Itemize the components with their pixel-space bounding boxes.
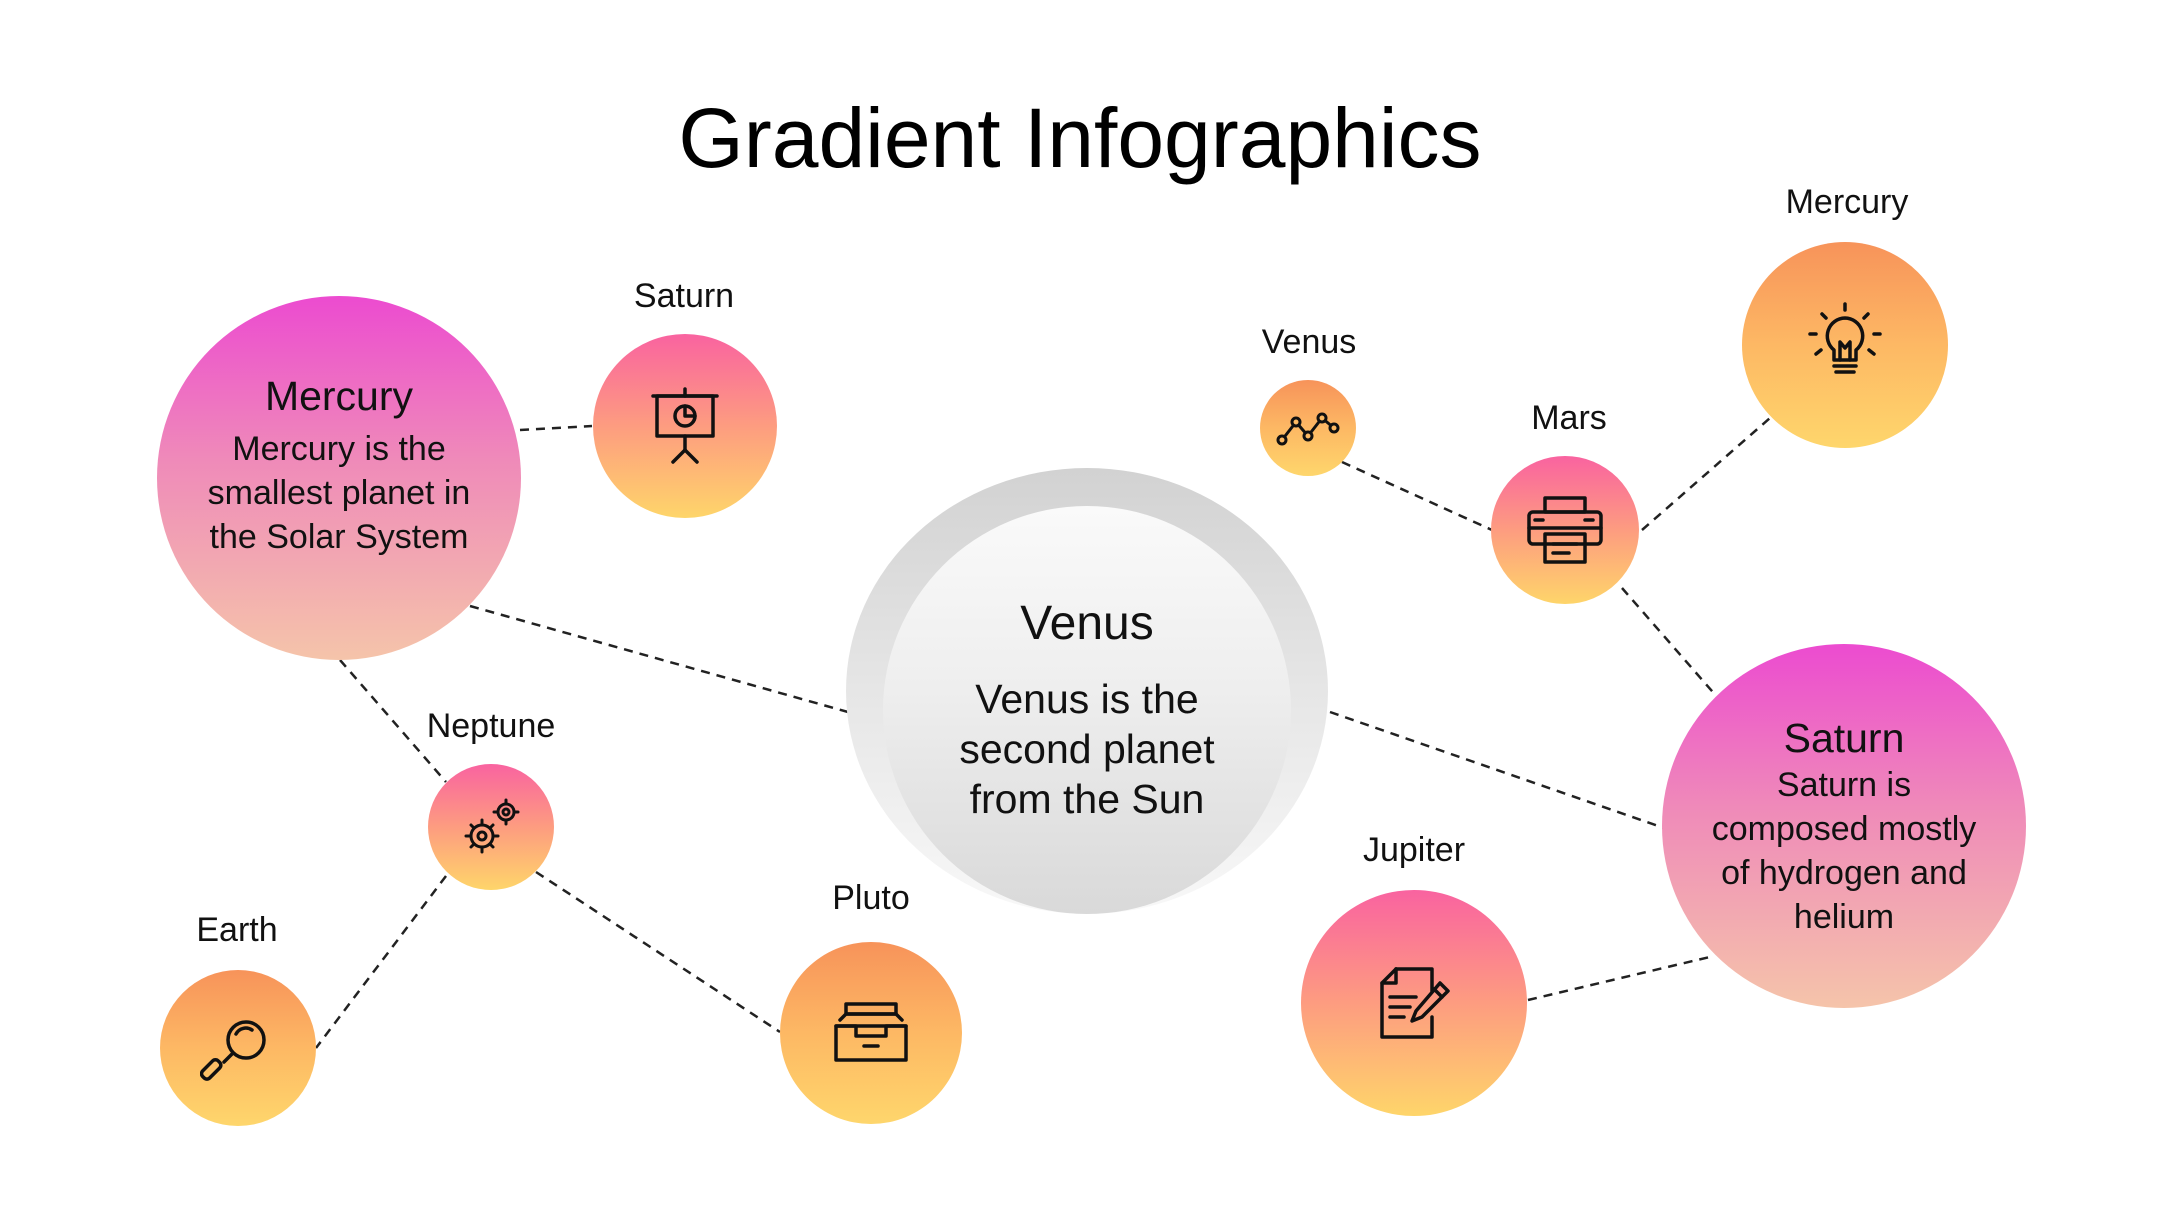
center-text: Venus is the second planet from the Sun (959, 676, 1215, 822)
mercury-heading: Mercury (264, 373, 414, 419)
connector-center-saturn (1329, 710, 1665, 830)
connector-mercury-center (469, 604, 849, 714)
node-label-saturn: Saturn (633, 277, 735, 315)
mars-icon-node (1491, 456, 1639, 604)
node-label-earth: Earth (196, 911, 278, 949)
saturn-heading: Saturn (1783, 715, 1905, 761)
node-label-neptune: Neptune (426, 707, 556, 745)
connector-jupiter-saturn (1527, 954, 1715, 1002)
line-graph-icon (1276, 412, 1340, 446)
mercury-icon-node (1742, 242, 1948, 448)
printer-icon (1527, 496, 1603, 564)
page-title: Gradient Infographics (678, 91, 1482, 185)
saturn-text: Saturn is composed mostly of hydrogen an… (1711, 766, 1977, 936)
pluto-icon-node (780, 942, 962, 1124)
gears-icon (464, 798, 520, 854)
node-label-pluto: Pluto (832, 879, 910, 917)
node-label-mercury: Mercury (1785, 183, 1909, 221)
magnifier-icon (200, 1020, 266, 1081)
venus-icon-node (1260, 380, 1356, 476)
center-node: Venus Venus is the second planet from th… (883, 506, 1291, 914)
center-heading: Venus (1020, 597, 1154, 650)
connector-neptune-pluto (535, 870, 781, 1034)
jupiter-icon-node (1301, 890, 1527, 1116)
node-label-mars: Mars (1531, 399, 1607, 437)
connector-neptune-earth (315, 875, 447, 1049)
lightbulb-icon (1808, 302, 1882, 374)
document-pen-icon (1380, 967, 1450, 1039)
mercury-text: Mercury is the smallest planet in the So… (207, 430, 471, 556)
archive-box-icon (834, 1002, 908, 1062)
mercury-big-node: Mercury Mercury is the smallest planet i… (157, 296, 521, 660)
connector-mars-saturn (1621, 587, 1719, 699)
node-label-jupiter: Jupiter (1362, 831, 1466, 869)
earth-icon-node (160, 970, 316, 1126)
neptune-icon-node (428, 764, 554, 890)
saturn-icon-node (593, 334, 777, 518)
saturn-big-node: Saturn Saturn is composed mostly of hydr… (1662, 644, 2026, 1008)
node-label-venus: Venus (1261, 323, 1357, 361)
connector-mercury-saturn (519, 424, 593, 432)
presentation-board-icon (651, 387, 719, 464)
connector-mercury-neptune (339, 659, 447, 783)
connector-mars-mercury (1641, 417, 1771, 531)
connector-venus-mars (1341, 460, 1493, 532)
